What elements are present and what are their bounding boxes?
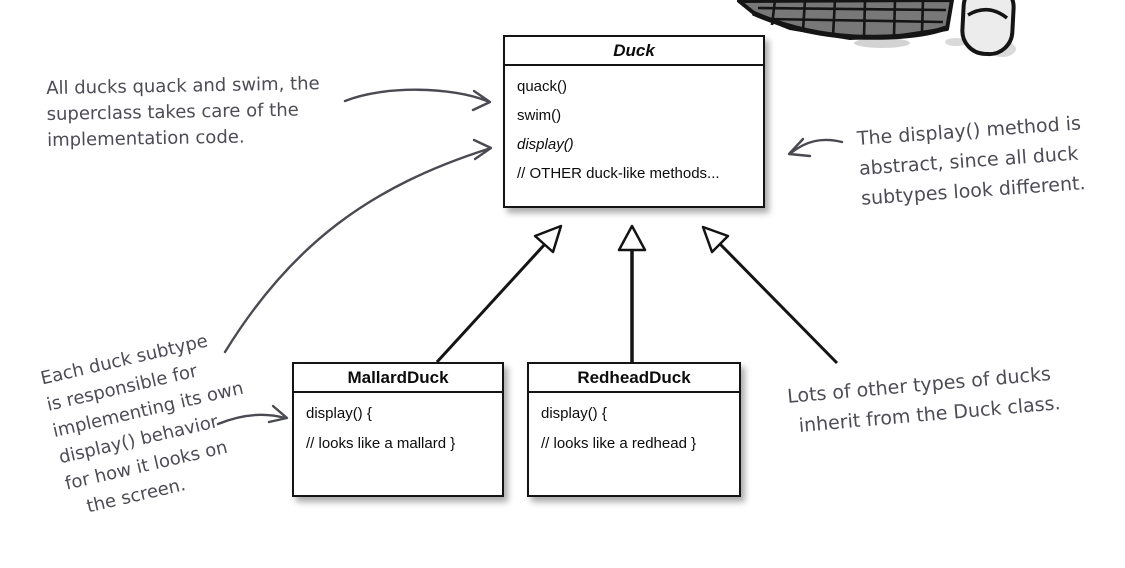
method-swim: swim()	[517, 107, 562, 124]
mouse-top-curve	[967, 8, 1009, 20]
arrow-abstract-note-to-duck	[787, 137, 844, 158]
mouse-body	[960, 0, 1016, 57]
class-title-redheadduck: RedheadDuck	[529, 364, 739, 393]
method-other-comment: // OTHER duck-like methods...	[517, 165, 720, 182]
method-display-mallard-body: // looks like a mallard }	[306, 435, 456, 452]
arrow-subtype-note-to-duck	[223, 138, 493, 354]
note-superclass-line: superclass takes care of the	[46, 99, 299, 125]
method-display-redhead: display() {	[541, 405, 607, 422]
class-methods-mallardduck: display() { // looks like a mallard }	[294, 393, 502, 459]
method-display-redhead-body: // looks like a redhead }	[541, 435, 697, 452]
mouse-icon	[960, 0, 1016, 57]
method-display-abstract: display()	[517, 136, 574, 153]
method-quack: quack()	[517, 78, 568, 95]
class-methods-duck: quack() swim() display() // OTHER duck-l…	[505, 66, 763, 188]
note-subtype-responsibility: Each duck subtype is responsible for imp…	[38, 322, 264, 524]
class-methods-redheadduck: display() { // looks like a redhead }	[529, 393, 739, 459]
keyboard-body	[737, 0, 954, 40]
others-triangle-icon	[701, 225, 730, 254]
class-box-mallardduck: MallardDuck display() { // looks like a …	[292, 362, 504, 497]
mouse-shadow	[988, 41, 1016, 57]
mallard-triangle-icon	[533, 224, 563, 254]
arrow-superclass-note-to-duck	[343, 88, 492, 112]
class-title-mallardduck: MallardDuck	[294, 364, 502, 393]
class-box-redheadduck: RedheadDuck display() { // looks like a …	[527, 362, 741, 497]
class-box-duck: Duck quack() swim() display() // OTHER d…	[503, 35, 765, 208]
mallard-generalization-line	[435, 242, 547, 364]
others-generalization-line	[718, 242, 839, 365]
method-display-mallard: display() {	[306, 405, 372, 422]
note-abstract-display: The display() method is abstract, since …	[856, 108, 1086, 213]
keyboard-bottom-rim	[751, 10, 947, 40]
inheritance-connectors	[435, 224, 839, 365]
redhead-triangle-icon	[617, 224, 647, 252]
note-other-ducks-inherit: Lots of other types of ducks inherit fro…	[786, 358, 1062, 441]
keyboard-keys-grid	[757, 0, 947, 38]
keyboard-shadow	[854, 38, 910, 48]
keyboard-icon	[737, 0, 967, 48]
class-title-duck: Duck	[505, 37, 763, 66]
note-superclass-line: implementation code.	[46, 126, 245, 151]
note-superclass: All ducks quack and swim, the superclass…	[46, 71, 321, 154]
keyboard-shadow-small	[945, 38, 967, 46]
